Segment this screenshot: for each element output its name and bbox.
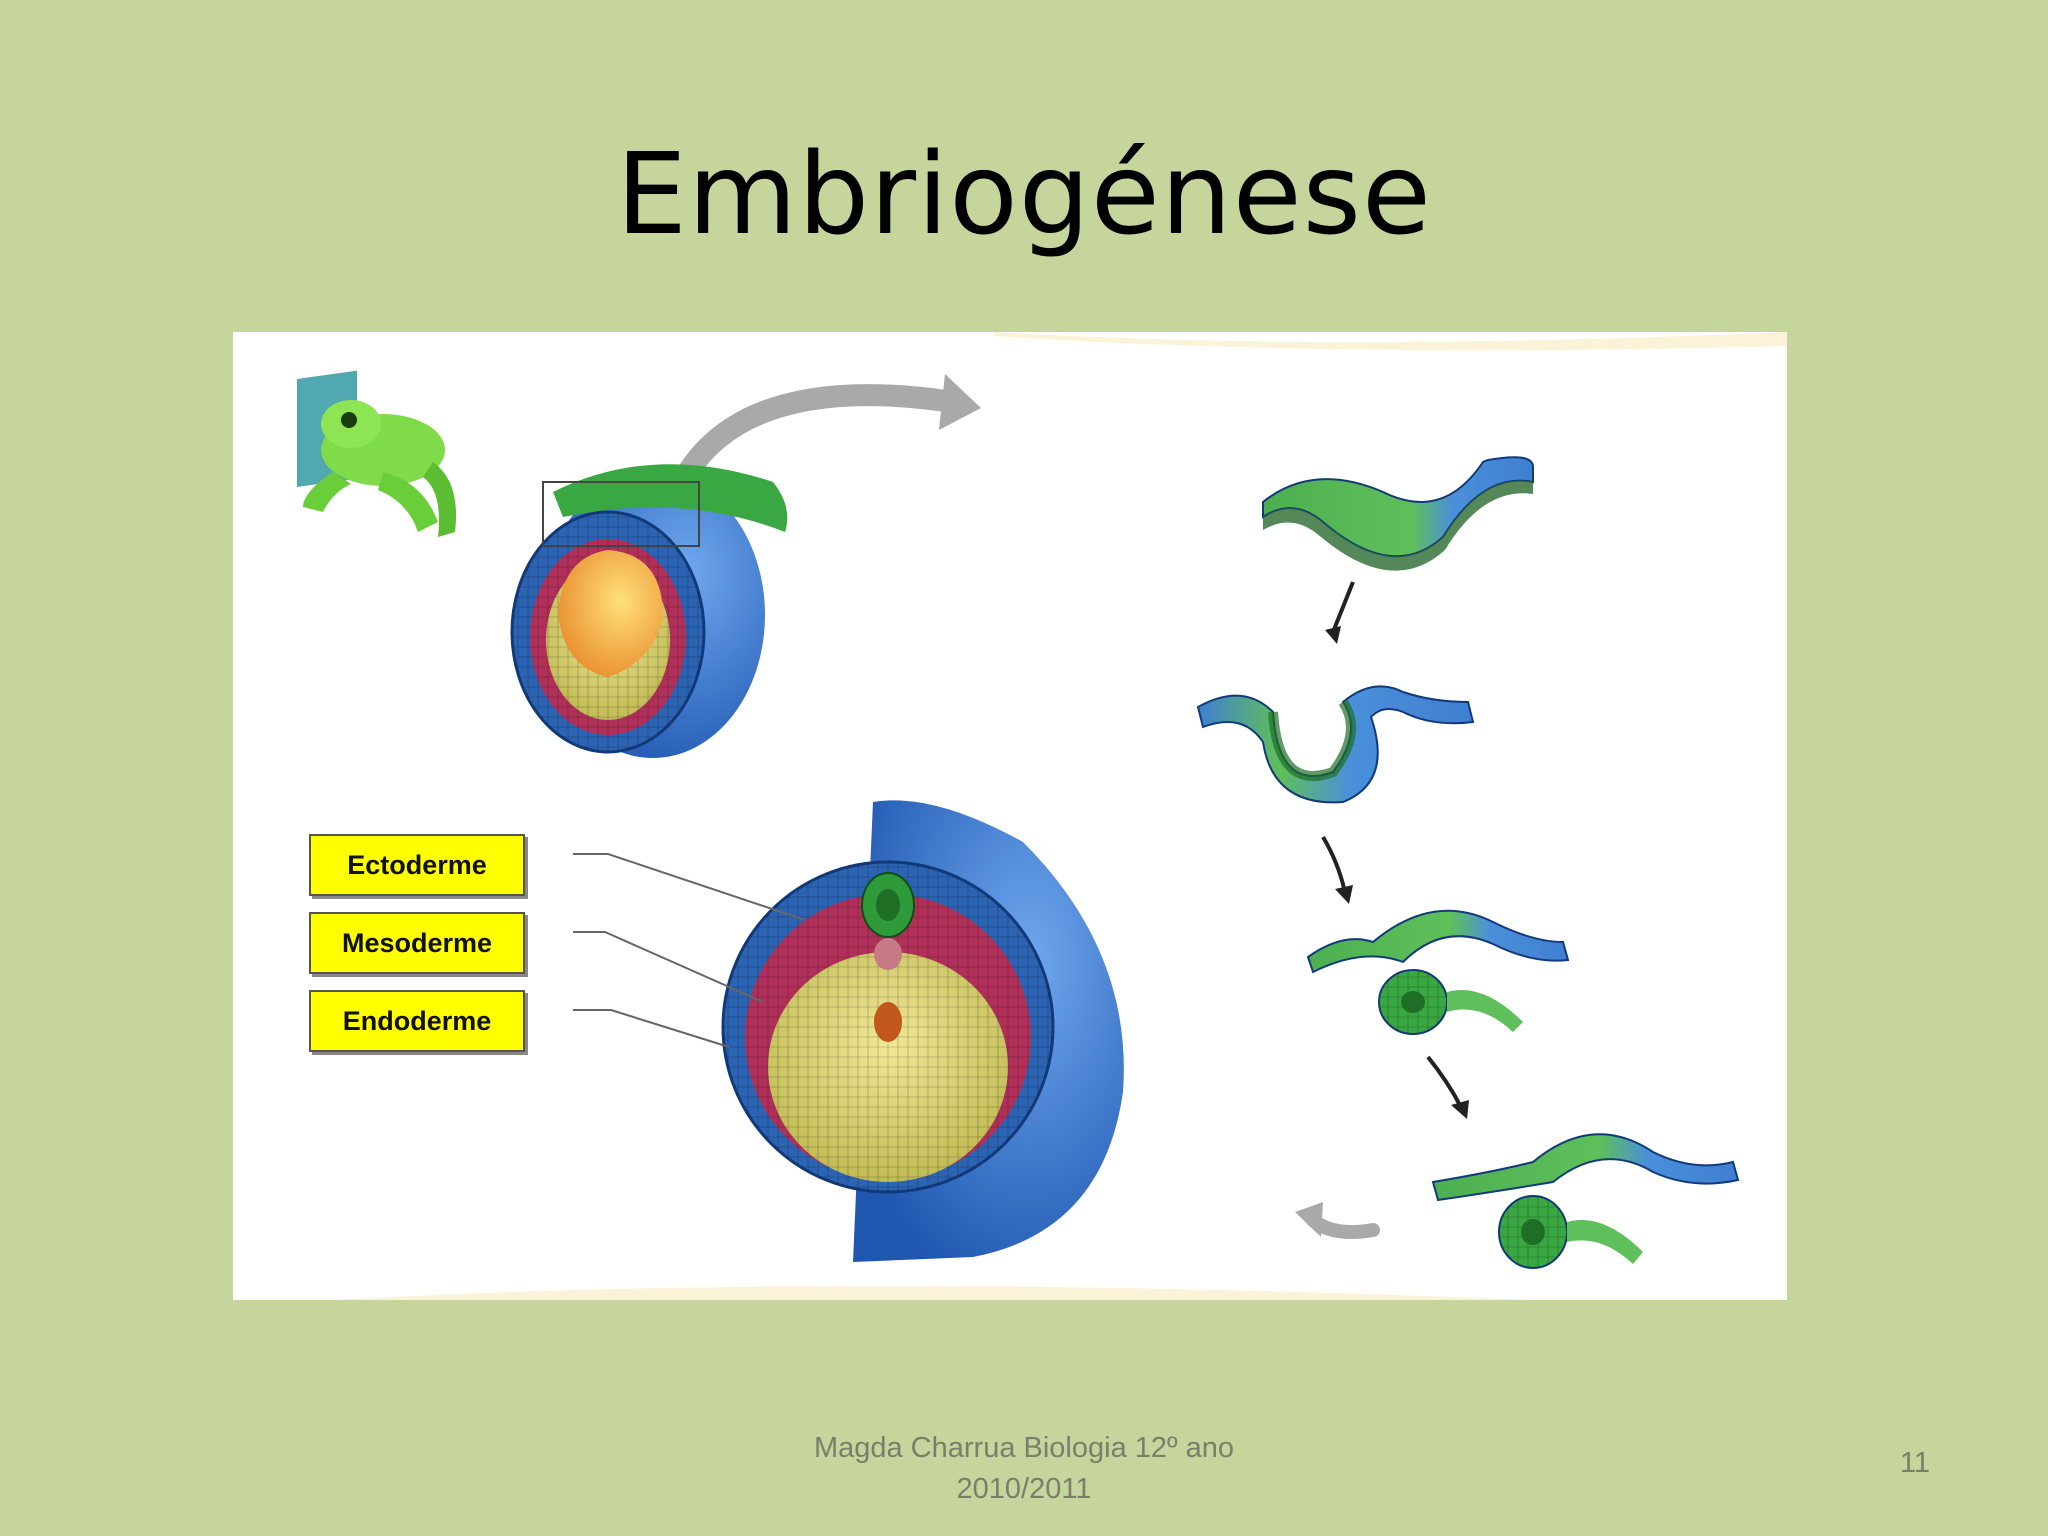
- down-arrow-icon: [1325, 581, 1355, 644]
- frog-icon: [297, 370, 457, 537]
- label-leaders: [573, 853, 806, 1048]
- down-arrow-icon: [1426, 1055, 1469, 1119]
- down-arrow-icon: [1321, 835, 1353, 904]
- footer-line-1: Magda Charrua Biologia 12º ano: [813, 1432, 1235, 1464]
- early-embryo: [510, 464, 788, 758]
- slide-title: Embriogénese: [616, 130, 1432, 260]
- label-endoderme: Endoderme: [309, 990, 525, 1052]
- neural-sheet-stage-4: [1431, 1133, 1740, 1269]
- footer-line-2: 2010/2011: [956, 1473, 1092, 1505]
- curved-arrow-icon: [1295, 1202, 1380, 1239]
- page-number: 11: [1899, 1447, 1931, 1479]
- neural-sheet-stage-3: [1306, 909, 1570, 1035]
- embryo-illustration: [297, 332, 1787, 1300]
- label-mesoderme: Mesoderme: [309, 912, 525, 974]
- neural-sheet-stage-2: [1196, 685, 1475, 804]
- neurula-cross-section: [721, 800, 1124, 1262]
- curved-arrow-icon: [677, 374, 981, 483]
- footer-credit: Magda Charrua Biologia 12º ano 2010/2011: [724, 1428, 1324, 1510]
- neural-sheet-stage-1: [1262, 456, 1534, 571]
- embryo-diagram: Ectoderme Mesoderme Endoderme: [233, 332, 1787, 1300]
- label-ectoderme: Ectoderme: [309, 834, 525, 896]
